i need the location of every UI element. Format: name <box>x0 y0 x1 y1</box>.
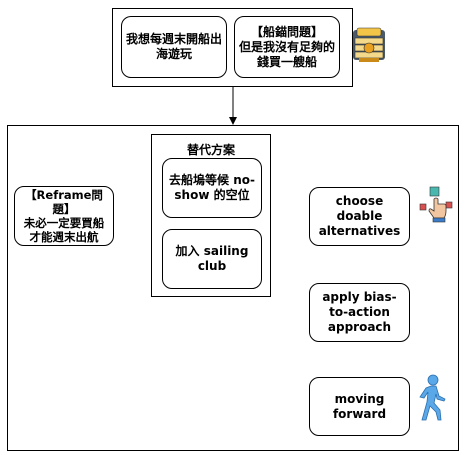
anchor-problem-box: 【船錨問題】 但是我沒有足夠的錢買一艘船 <box>234 16 340 78</box>
reframe-box: 【Reframe問題】 未必一定要買船才能週末出航 <box>14 186 114 246</box>
money-stack-icon <box>347 24 391 72</box>
moving-forward-text: moving forward <box>332 391 387 421</box>
goal-text: 我想每週末開船出海遊玩 <box>126 32 223 61</box>
hand-pick-icon <box>416 185 458 231</box>
alternative-option-2-text: 加入 sailing club <box>175 244 249 273</box>
anchor-problem-text: 但是我沒有足夠的錢買一艘船 <box>239 39 336 69</box>
goal-box: 我想每週末開船出海遊玩 <box>121 16 227 78</box>
moving-forward-box: moving forward <box>309 377 410 436</box>
alternative-option-1-text: 去船塢等候 no-show 的空位 <box>169 173 255 202</box>
choose-alternatives-box: choose doable alternatives <box>309 187 410 246</box>
anchor-problem-title: 【船錨問題】 <box>250 24 323 39</box>
reframe-text: 【Reframe問題】 未必一定要買船才能週末出航 <box>23 188 105 244</box>
apply-bias-text: apply bias-to-action approach <box>322 290 397 334</box>
alternative-option-1: 去船塢等候 no-show 的空位 <box>162 158 262 218</box>
alternatives-title: 替代方案 <box>186 143 235 157</box>
alternative-option-2: 加入 sailing club <box>162 229 262 289</box>
walking-person-icon <box>414 374 448 426</box>
apply-bias-box: apply bias-to-action approach <box>309 283 410 342</box>
choose-alternatives-text: choose doable alternatives <box>318 194 401 238</box>
